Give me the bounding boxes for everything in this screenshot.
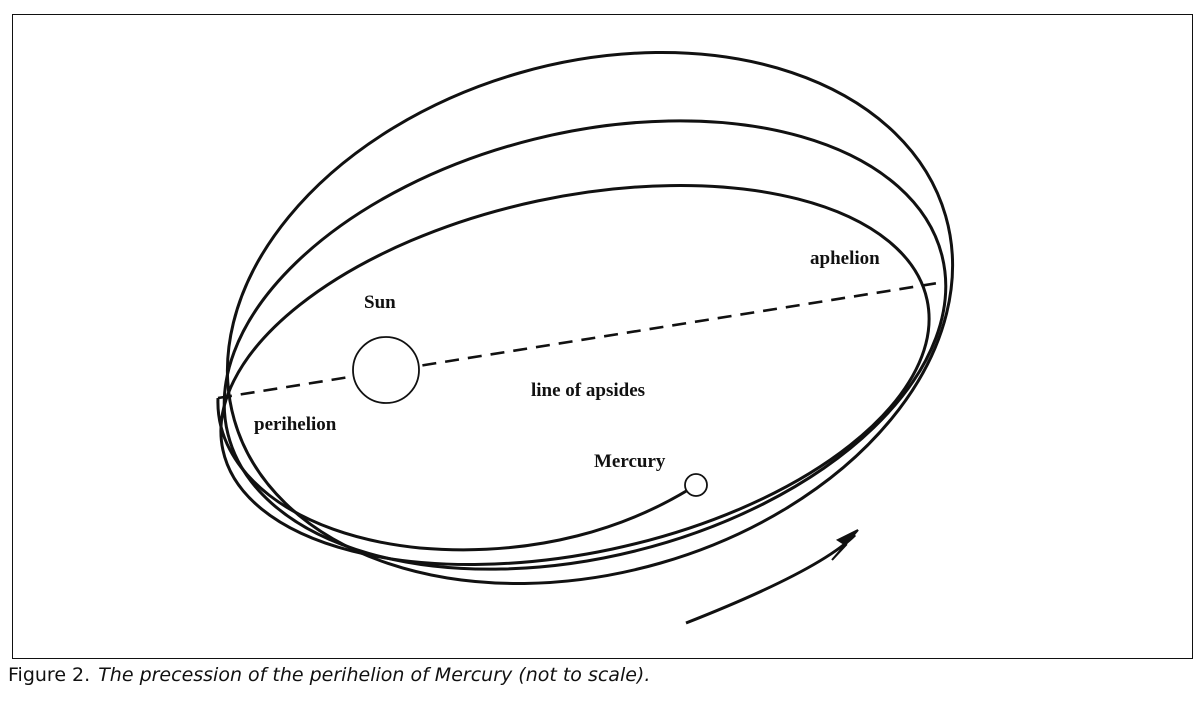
orbit-inner (219, 183, 931, 567)
mercury-path (216, 397, 689, 552)
perihelion-label: perihelion (254, 414, 337, 435)
figure-caption: Figure 2. The precession of the perihelio… (8, 664, 650, 686)
mercury-circle (684, 473, 708, 497)
caption-figure-number: Figure 2. (8, 664, 91, 686)
figure-frame (12, 14, 1193, 659)
direction-arrowhead-icon (831, 529, 859, 561)
aphelion-label: aphelion (810, 248, 880, 269)
line-of-apsides (217, 281, 939, 400)
mercury-label: Mercury (594, 451, 666, 472)
caption-text: The precession of the perihelion of Merc… (98, 664, 651, 686)
orbit-middle (222, 119, 948, 571)
direction-arrow-curve (685, 533, 857, 625)
sun-circle (352, 336, 420, 404)
sun-label: Sun (364, 292, 396, 313)
line-of-apsides-label: line of apsides (531, 380, 645, 401)
orbit-outer (225, 51, 955, 585)
